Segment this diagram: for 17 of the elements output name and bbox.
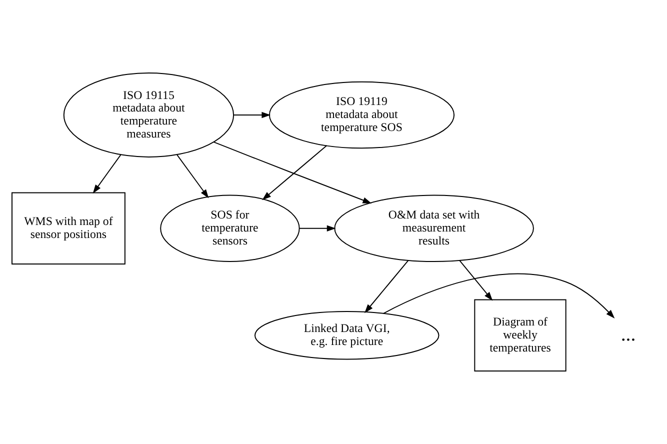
arrow <box>176 154 209 198</box>
node-ellipse: ISO 19115 metadata about temperature measures <box>63 72 234 158</box>
arrow <box>298 225 336 232</box>
node-box: Diagram of weekly temperatures <box>474 299 566 372</box>
arrow <box>233 112 271 118</box>
arrow <box>92 154 122 194</box>
arrow <box>262 145 328 200</box>
node-box: WMS with map of sensor positions <box>12 192 126 265</box>
arrow <box>382 273 615 319</box>
arrow <box>213 142 372 204</box>
node-ellipse: O&M data set with measurement results <box>334 194 534 262</box>
arrow <box>458 260 493 301</box>
arrow <box>364 260 409 314</box>
node-ellipse: SOS for temperature sensors <box>160 194 300 262</box>
node-ellipse: ISO 19119 metadata about temperature SOS <box>268 81 455 149</box>
node-text: ... <box>620 323 636 346</box>
node-ellipse: Linked Data VGI, e.g. fire picture <box>254 311 440 360</box>
